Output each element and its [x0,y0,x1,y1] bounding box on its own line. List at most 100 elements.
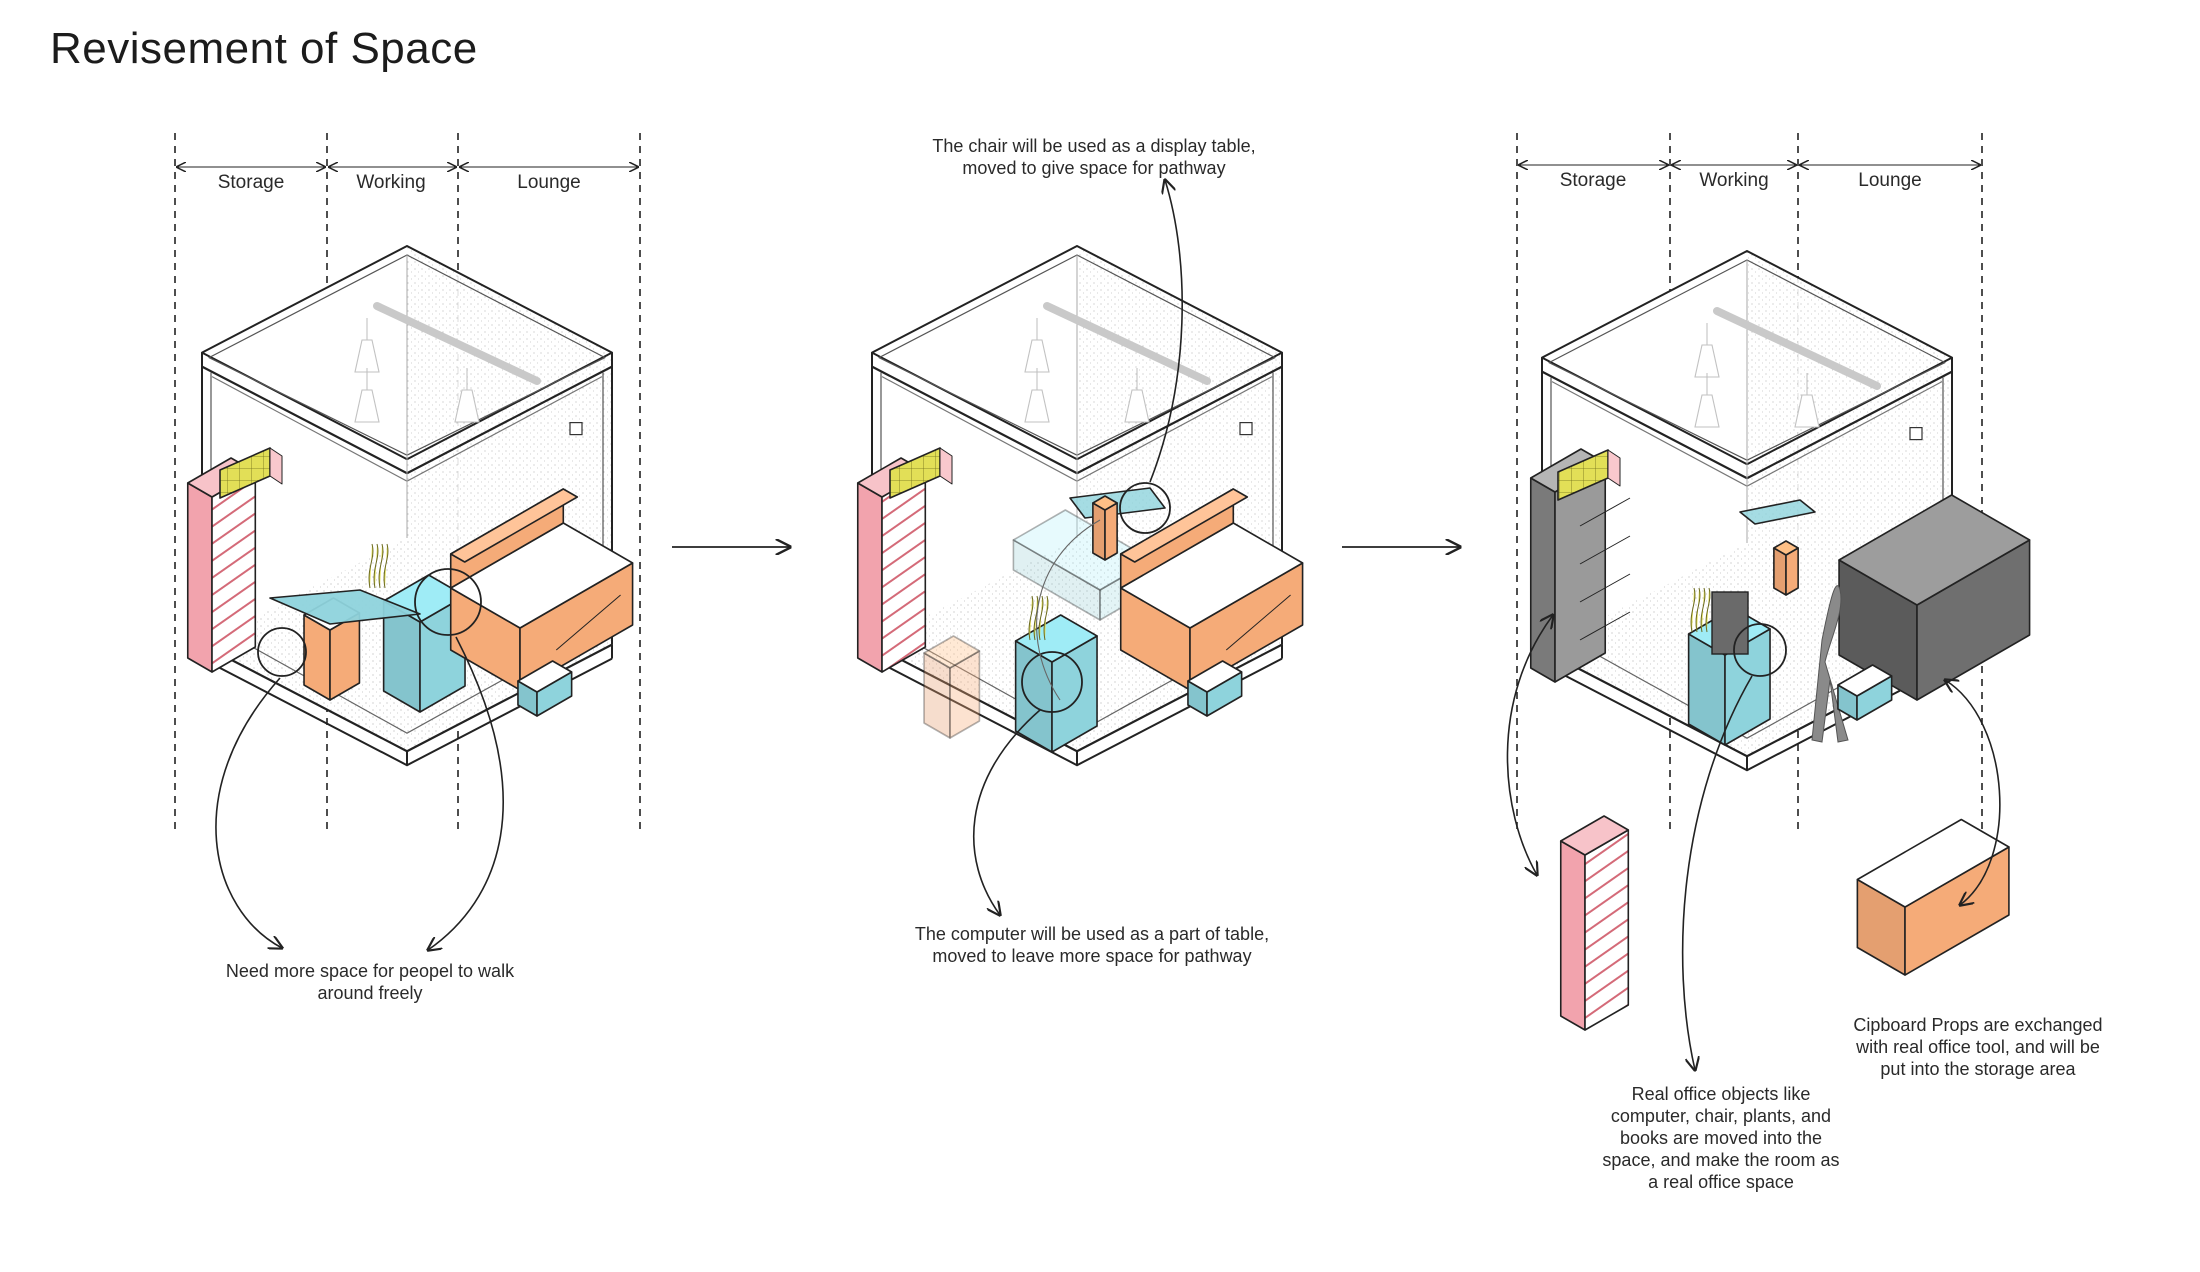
sticky-note-board [889,447,953,499]
page-title: Revisement of Space [50,24,478,73]
banana-plant [1690,587,1711,633]
office-workstation-top-face [1838,494,2031,606]
shelf-line [1579,611,1631,641]
moved-cabinet [1559,815,1630,1031]
chair-plank [269,589,421,625]
walkway-arrow-right [428,636,504,950]
shelf-line [1579,535,1631,565]
sticky-note-board-side [1607,449,1621,487]
note-walkway-space-line: Need more space for peopel to walk [226,961,515,981]
office-workstation [1838,494,2031,701]
focus-circle [414,568,482,636]
lamp-shade [1694,394,1720,428]
storage-cabinet-right-face [211,471,257,673]
person-silhouette-icon [1811,585,1849,743]
walkway-arrow-left [215,677,282,948]
cyan-stool [1837,664,1893,721]
banana-plant [1028,595,1049,641]
lamp-stand-right-face [1104,502,1118,561]
pathway-arrow-chair [1149,180,1184,483]
computer-monitor-icon [1711,591,1749,655]
pendant-lamp-icon [354,368,380,423]
plant-leaf [368,543,374,589]
note-computer-table-line: The computer will be used as a part of t… [915,924,1269,944]
stage-2-rearranged [856,180,1304,915]
sticky-note-board-side [939,447,953,485]
lamp-stand [1092,495,1118,561]
lamp-shade [1694,344,1720,378]
plant-leaf [1700,587,1706,633]
pathway-arrow-computer [973,709,1041,915]
note-real-office-objects-line: space, and make the room as [1602,1150,1839,1170]
storage-cabinet-left-face [856,482,883,673]
plant-leaf [373,543,379,589]
cyan-ottoman-top-face [1187,660,1243,693]
note-computer-table-line: moved to leave more space for pathway [932,946,1251,966]
plant-leaf [1033,595,1039,641]
light-track [373,302,541,385]
pendant-lamp-icon [454,368,480,423]
ghost-table-left-face [1012,539,1101,621]
zone-label-lounge: Lounge [1858,170,1921,191]
zone-label-lounge: Lounge [517,172,580,193]
pendant-lamp-icon [1694,373,1720,428]
orange-sofa-drawer-line [555,594,621,651]
plant-leaf [1695,587,1701,633]
focus-circle [1021,651,1083,713]
sticky-note-board [1557,449,1621,501]
moved-sofa [1856,818,2010,976]
orange-sofa [1119,488,1304,691]
plant-leaf [378,543,384,589]
note-walkway-space-line: around freely [317,983,422,1003]
plant-leaf [1705,587,1711,633]
moved-cabinet-right-face [1584,829,1630,1031]
pendant-lamp-icon [1124,368,1150,423]
banana-plant [368,543,389,589]
orange-sofa [449,488,634,691]
cyan-ottoman-top-face [517,660,573,693]
note-real-office-objects-line: Real office objects like [1632,1084,1811,1104]
faded-stool-right-face [949,650,981,739]
zone-dividers [174,133,641,830]
shelf-line [1579,573,1631,603]
note-real-office-objects-line: computer, chair, plants, and [1611,1106,1831,1126]
plant-leaf [1043,595,1049,641]
stage-3-real-office [1506,133,2031,1070]
move-hint-arc [1036,519,1101,701]
note-cipboard-props-line: Cipboard Props are exchanged [1853,1015,2102,1035]
lamp-stand-top-face [1092,495,1118,511]
shelf-line [1579,497,1631,527]
pendant-lamp-icon [1694,323,1720,378]
note-cipboard-props-line: put into the storage area [1880,1059,2076,1079]
pendant-lamp-icon [1024,318,1050,373]
lamp-shade [354,339,380,373]
arrow-office-objects [1681,675,1753,1070]
note-computer-table: The computer will be used as a part of t… [915,924,1269,966]
note-real-office-objects-line: a real office space [1648,1172,1794,1192]
pendant-lamp-icon [1794,373,1820,428]
moved-cabinet-top-face [1559,815,1630,856]
lamp-stand-left-face [1092,502,1106,561]
lamp-shade [1024,389,1050,423]
plant-leaf [1038,595,1044,641]
orange-sofa-backrest-top [449,488,579,563]
storage-cabinet-right-face [881,471,927,673]
lamp-stand-right-face [1785,547,1799,596]
focus-circle [1733,623,1787,677]
lamp-stand-top-face [1773,540,1799,556]
lamp-shade [1794,394,1820,428]
focus-circle [257,627,307,677]
zone-label-working: Working [356,172,425,193]
cyan-ottoman [1187,660,1243,717]
note-chair-display-line: The chair will be used as a display tabl… [932,136,1255,156]
lamp-shade [454,389,480,423]
stage-1-original [174,133,641,950]
arrow-workstation-to-sofa [1945,680,2001,905]
zone-label-working: Working [1699,170,1768,191]
cyan-stool-top-face [1837,664,1893,697]
orange-sofa-drawer-line [1225,594,1291,651]
faded-stool [923,635,981,739]
